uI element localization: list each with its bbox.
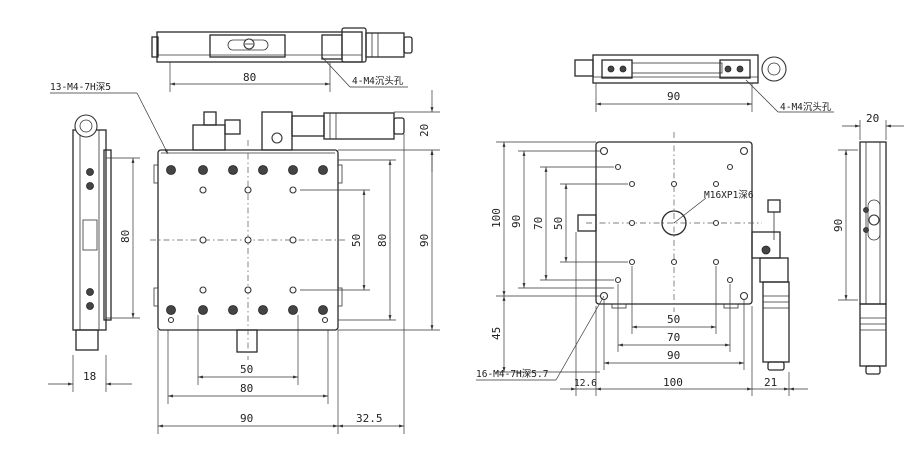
right-side-view: 20 90	[832, 112, 904, 375]
right-side-dim-20: 20	[866, 112, 879, 125]
left-side-dim-80: 80	[119, 230, 132, 243]
right-plan-dim-50-v: 50	[552, 217, 565, 230]
right-holes-callout-text: 16-M4-7H深5.7	[476, 369, 548, 380]
left-holes-callout: 13-M4-7H深5	[50, 82, 169, 155]
left-plan-view: 20 50 80 90 50 80 90 32.5	[150, 90, 440, 434]
left-side-view: 80 18	[48, 114, 140, 392]
left-plan-dim-80-v: 80	[376, 234, 389, 247]
right-plan-dim-12-6: 12.6	[574, 378, 597, 389]
left-side-dim-18: 18	[83, 370, 96, 383]
right-top-callout: 4-M4沉头孔	[780, 101, 832, 113]
right-side-dim-90: 90	[832, 219, 845, 232]
right-center-hole-label: M16XP1深6	[704, 190, 754, 201]
left-plan-dim-20: 20	[418, 124, 431, 137]
right-plan-dim-50-h: 50	[667, 313, 680, 326]
left-top-callout: 4-M4沉头孔	[352, 75, 404, 87]
right-plan-view: M16XP1深6 100 90	[476, 132, 808, 396]
right-plan-dim-70-h: 70	[667, 331, 680, 344]
left-plan-dim-32-5: 32.5	[356, 412, 383, 425]
left-plan-dim-90-v: 90	[418, 234, 431, 247]
left-plan-dim-50-h: 50	[240, 363, 253, 376]
left-plan-dim-90-h: 90	[240, 412, 253, 425]
right-plan-dim-100-v: 100	[490, 208, 503, 228]
right-plan-dim-70-v: 70	[532, 217, 545, 230]
right-top-view: 90 4-M4沉头孔	[574, 54, 834, 113]
right-top-dim-90: 90	[667, 90, 680, 103]
right-plan-dim-45: 45	[490, 327, 503, 340]
right-plan-dim-21: 21	[764, 376, 777, 389]
left-holes-callout-text: 13-M4-7H深5	[50, 82, 111, 93]
left-plan-dim-80-h: 80	[240, 382, 253, 395]
right-plan-dim-90-h: 90	[667, 349, 680, 362]
left-top-view: 80 4-M4沉头孔	[151, 27, 413, 92]
left-top-dim-80: 80	[243, 71, 256, 84]
left-plan-dim-50-v: 50	[350, 234, 363, 247]
right-plan-dim-90-v: 90	[510, 215, 523, 228]
right-plan-dim-100-h: 100	[663, 376, 683, 389]
